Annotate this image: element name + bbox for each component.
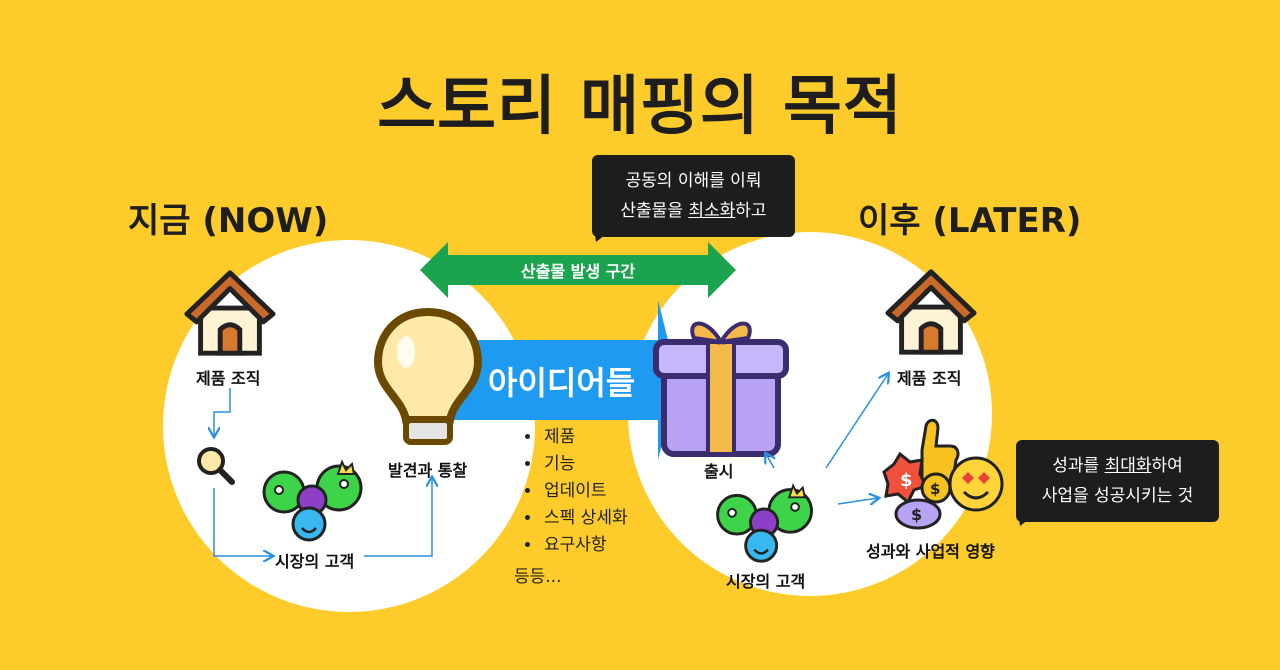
impact-label: 성과와 사업적 영향 bbox=[866, 542, 995, 561]
right-bubble-line2: 사업을 성공시키는 것 bbox=[1041, 486, 1194, 506]
output-span-arrow bbox=[420, 242, 736, 298]
customers-icon bbox=[716, 483, 813, 563]
svg-text:$: $ bbox=[900, 470, 913, 491]
list-item: 스펙 상세화 bbox=[542, 505, 628, 532]
right-speech-bubble: 성과를 최대화하여 사업을 성공시키는 것 bbox=[1016, 440, 1219, 522]
top-bubble-line1: 공동의 이해를 이뤄 bbox=[625, 171, 762, 191]
right-bubble-line1-pre: 성과를 bbox=[1052, 456, 1105, 476]
customers-icon bbox=[262, 459, 363, 542]
lightbulb-icon bbox=[373, 308, 483, 445]
top-bubble-line2-post: 하고 bbox=[735, 201, 767, 221]
later-heading: 이후 (LATER) bbox=[858, 201, 1082, 241]
ideas-list: 제품 기능 업데이트 스펙 상세화 요구사항 bbox=[522, 424, 628, 559]
impact-icon: $ $ $ bbox=[882, 418, 1004, 530]
now-customers-label: 시장의 고객 bbox=[275, 552, 355, 571]
right-bubble-line1: 성과를 최대화하여 bbox=[1016, 451, 1219, 481]
svg-text:$: $ bbox=[911, 505, 922, 524]
ideas-more: 등등... bbox=[514, 567, 562, 587]
gift-icon bbox=[653, 321, 789, 457]
output-span-label: 산출물 발생 구간 bbox=[520, 262, 636, 281]
list-item: 업데이트 bbox=[542, 478, 628, 505]
later-customers-label: 시장의 고객 bbox=[726, 572, 806, 591]
ideas-label: 아이디어들 bbox=[488, 364, 636, 402]
top-bubble-line2-pre: 산출물을 bbox=[620, 201, 689, 221]
list-item: 기능 bbox=[542, 451, 628, 478]
magnifier-icon bbox=[197, 447, 235, 485]
top-bubble-line2: 산출물을 최소화하고 bbox=[592, 196, 795, 226]
svg-text:$: $ bbox=[930, 480, 940, 498]
right-bubble-line1-post: 하여 bbox=[1151, 456, 1183, 476]
right-bubble-tail bbox=[1018, 512, 1038, 526]
insight-label: 발견과 통찰 bbox=[388, 461, 468, 480]
now-heading: 지금 (NOW) bbox=[128, 201, 329, 241]
top-bubble-line2-underlined: 최소화 bbox=[688, 201, 736, 221]
later-org-label: 제품 조직 bbox=[897, 369, 962, 388]
ideas-arrow bbox=[440, 300, 678, 460]
list-item: 요구사항 bbox=[542, 532, 628, 559]
now-circle bbox=[163, 240, 535, 612]
house-icon bbox=[885, 269, 977, 355]
list-item: 제품 bbox=[542, 424, 628, 451]
top-speech-bubble: 공동의 이해를 이뤄 산출물을 최소화하고 bbox=[592, 155, 795, 237]
right-bubble-line1-underlined: 최대화 bbox=[1104, 456, 1152, 476]
release-label: 출시 bbox=[704, 462, 734, 481]
page-title: 스토리 매핑의 목적 bbox=[377, 70, 903, 144]
now-org-label: 제품 조직 bbox=[196, 369, 261, 388]
top-bubble-tail bbox=[594, 228, 614, 242]
house-icon bbox=[184, 270, 276, 356]
